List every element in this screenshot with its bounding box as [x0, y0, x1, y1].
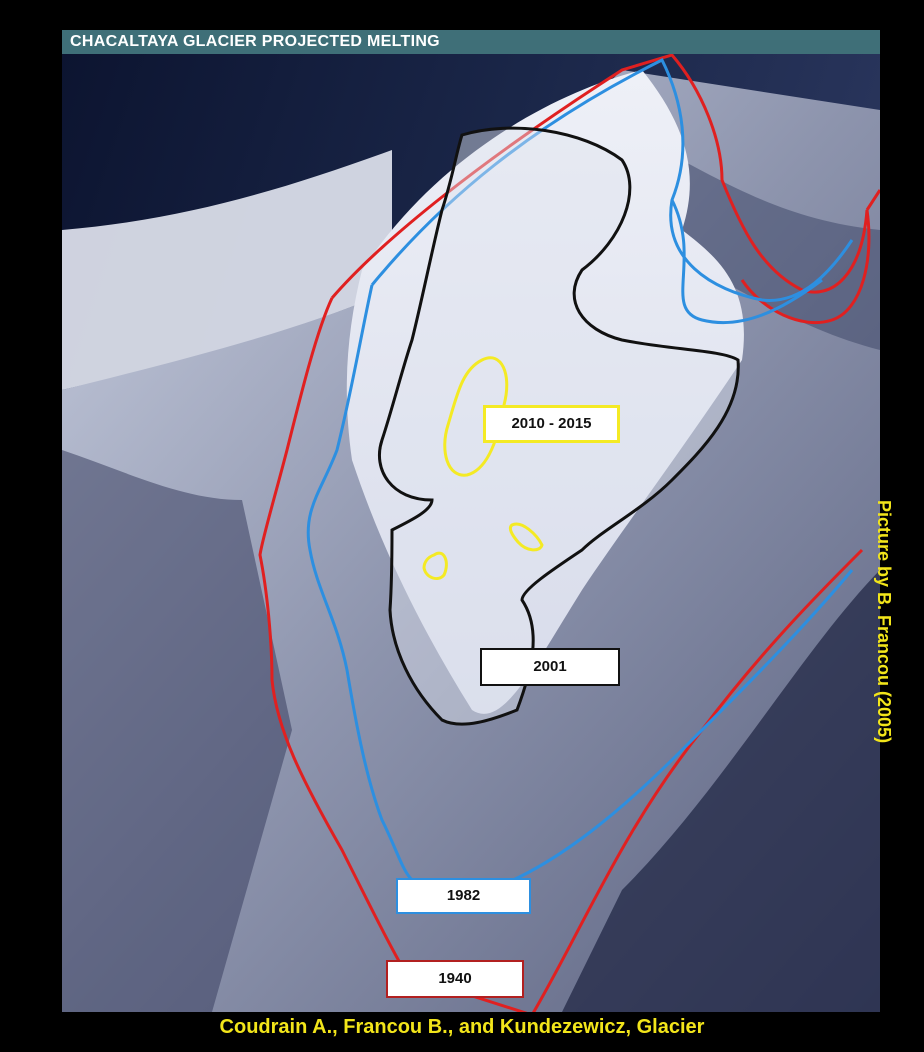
- glacier-photo: [62, 30, 880, 1012]
- outline-1982: [306, 57, 854, 887]
- outline-2010-2015-small-right: [508, 522, 544, 552]
- photo-credit: Picture by B. Francou (2005): [874, 500, 894, 744]
- label-1940: 1940: [386, 960, 524, 998]
- figure-title: CHACALTAYA GLACIER PROJECTED MELTING: [62, 30, 880, 54]
- glacier-ice: [346, 70, 744, 714]
- rock-lower-right: [562, 570, 880, 1012]
- outline-2010-2015-small-left: [422, 551, 448, 580]
- rock-lower-left: [62, 450, 292, 1012]
- rock-upper-right: [662, 150, 880, 350]
- label-2001: 2001: [480, 648, 620, 686]
- outline-1940: [258, 53, 880, 1012]
- left-snow-ridge: [62, 150, 392, 390]
- label-1982: 1982: [396, 878, 531, 914]
- label-2010-2015: 2010 - 2015: [483, 405, 620, 443]
- source-citation: Coudrain A., Francou B., and Kundezewicz…: [219, 1016, 705, 1038]
- outline-2010-2015-main: [443, 356, 509, 477]
- glacier-figure: CHACALTAYA GLACIER PROJECTED MELTING: [62, 30, 880, 1012]
